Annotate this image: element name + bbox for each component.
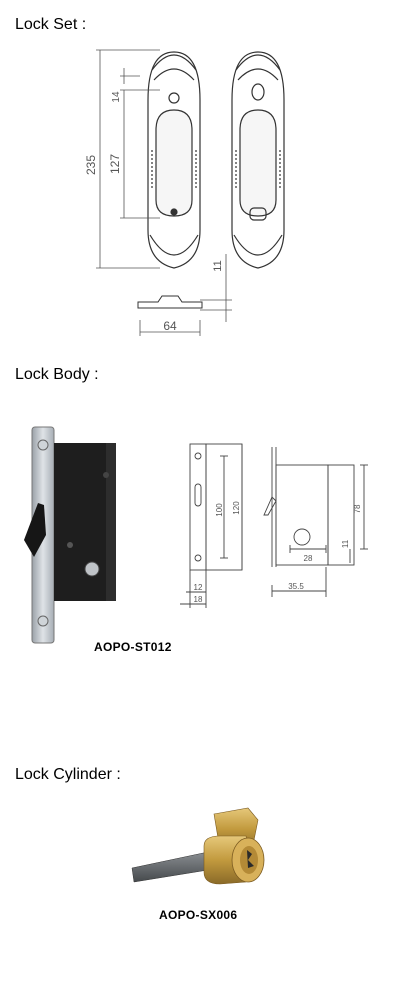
dim-35-5: 35.5 [288,582,304,591]
dim-78: 78 [353,504,362,513]
lock-set-drawing: 235 127 14 11 64 [84,49,285,336]
dim-18: 18 [194,595,203,604]
dim-11-body: 11 [341,539,350,548]
lock-cylinder-heading: Lock Cylinder : [15,766,121,783]
lock-body-photo [24,426,116,644]
dim-127: 127 [108,154,122,174]
lock-body-caption: AOPO-ST012 [94,640,172,654]
lock-cylinder-photo [131,807,265,885]
dim-12: 12 [194,583,203,592]
lock-set-plate-back [231,51,285,269]
lock-body-heading: Lock Body : [15,366,99,383]
dim-28: 28 [304,554,313,563]
dim-64: 64 [163,319,177,333]
dim-120: 120 [232,501,241,515]
lock-cylinder-caption: AOPO-SX006 [159,908,238,922]
lock-set-plate-front [147,51,201,269]
lock-body-side-drawing: 28 78 11 35.5 [263,447,368,597]
dim-14: 14 [111,91,122,103]
dim-100: 100 [215,503,224,517]
lock-body-front-drawing: 100 120 12 18 [180,443,243,608]
lock-set-profile [137,295,203,309]
dim-235: 235 [84,155,98,175]
dim-11: 11 [212,260,224,271]
lock-set-heading: Lock Set : [15,16,87,33]
